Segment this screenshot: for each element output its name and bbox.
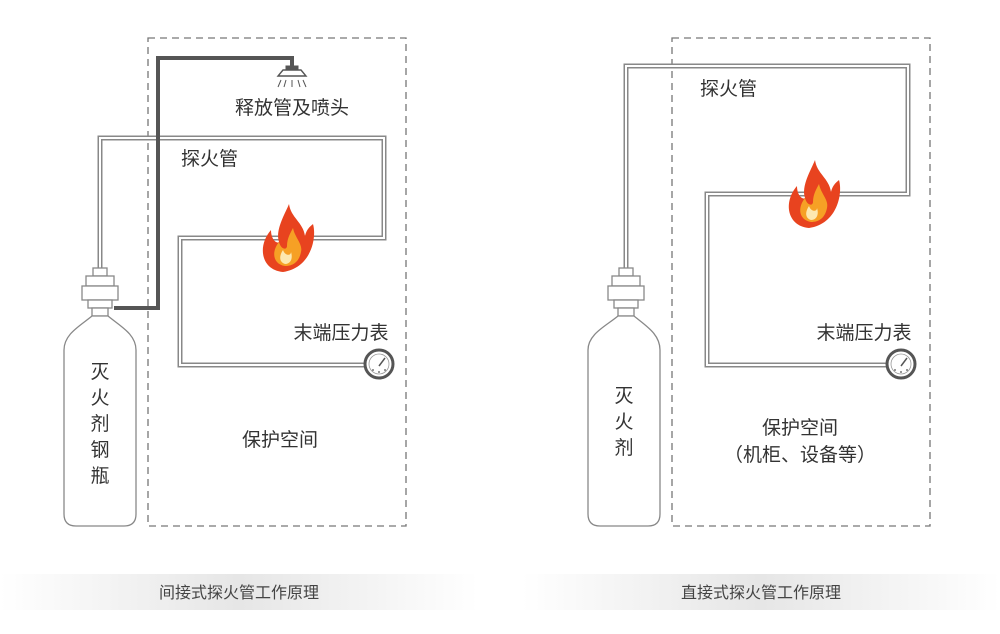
captions: 间接式探火管工作原理 直接式探火管工作原理 xyxy=(0,574,1000,610)
left-release-label: 释放管及喷头 xyxy=(235,97,349,119)
left-cylinder-valve xyxy=(81,267,119,317)
right-probe-tube xyxy=(623,63,911,368)
right-diagram: 探火管 末端压力表 保护空间 （机柜、设备等） 灭 火 剂 xyxy=(587,37,931,527)
left-gauge-label: 末端压力表 xyxy=(293,322,388,344)
right-cylinder-valve xyxy=(607,267,645,317)
sprinkler-head-icon xyxy=(276,65,308,88)
right-gauge-label: 末端压力表 xyxy=(816,322,911,344)
left-cylinder-char: 剂 xyxy=(90,413,109,435)
left-probe-label: 探火管 xyxy=(181,148,238,170)
left-cylinder-char: 瓶 xyxy=(90,465,109,487)
left-cylinder xyxy=(63,315,137,527)
right-cylinder-char: 剂 xyxy=(614,437,633,459)
right-space-label: 保护空间 xyxy=(762,417,838,439)
left-space-label: 保护空间 xyxy=(242,429,318,451)
left-pressure-gauge-icon xyxy=(363,348,395,380)
left-protected-space-box xyxy=(147,37,407,527)
right-caption: 直接式探火管工作原理 xyxy=(681,583,841,602)
left-caption: 间接式探火管工作原理 xyxy=(159,583,319,602)
right-caption-band xyxy=(522,574,1000,610)
right-cylinder-char: 火 xyxy=(614,411,633,433)
left-cylinder-char: 钢 xyxy=(90,439,109,461)
right-probe-label: 探火管 xyxy=(700,78,757,100)
left-release-pipe xyxy=(114,56,294,310)
right-space-sublabel: （机柜、设备等） xyxy=(724,444,876,466)
right-pressure-gauge-icon xyxy=(885,348,917,380)
left-caption-band xyxy=(0,574,478,610)
right-protected-space-box xyxy=(671,37,931,527)
right-cylinder xyxy=(587,315,661,527)
left-diagram: 释放管及喷头 探火管 末端压力表 保护空间 灭 火 剂 钢 瓶 xyxy=(63,37,407,527)
left-cylinder-char: 火 xyxy=(90,387,109,409)
left-cylinder-label: 灭 火 剂 钢 瓶 xyxy=(90,361,109,487)
right-cylinder-char: 灭 xyxy=(614,385,633,407)
left-probe-tube xyxy=(97,135,387,368)
right-flame-icon xyxy=(788,160,841,228)
left-flame-icon xyxy=(262,204,315,272)
left-cylinder-char: 灭 xyxy=(90,361,109,383)
right-cylinder-label: 灭 火 剂 xyxy=(614,385,633,459)
